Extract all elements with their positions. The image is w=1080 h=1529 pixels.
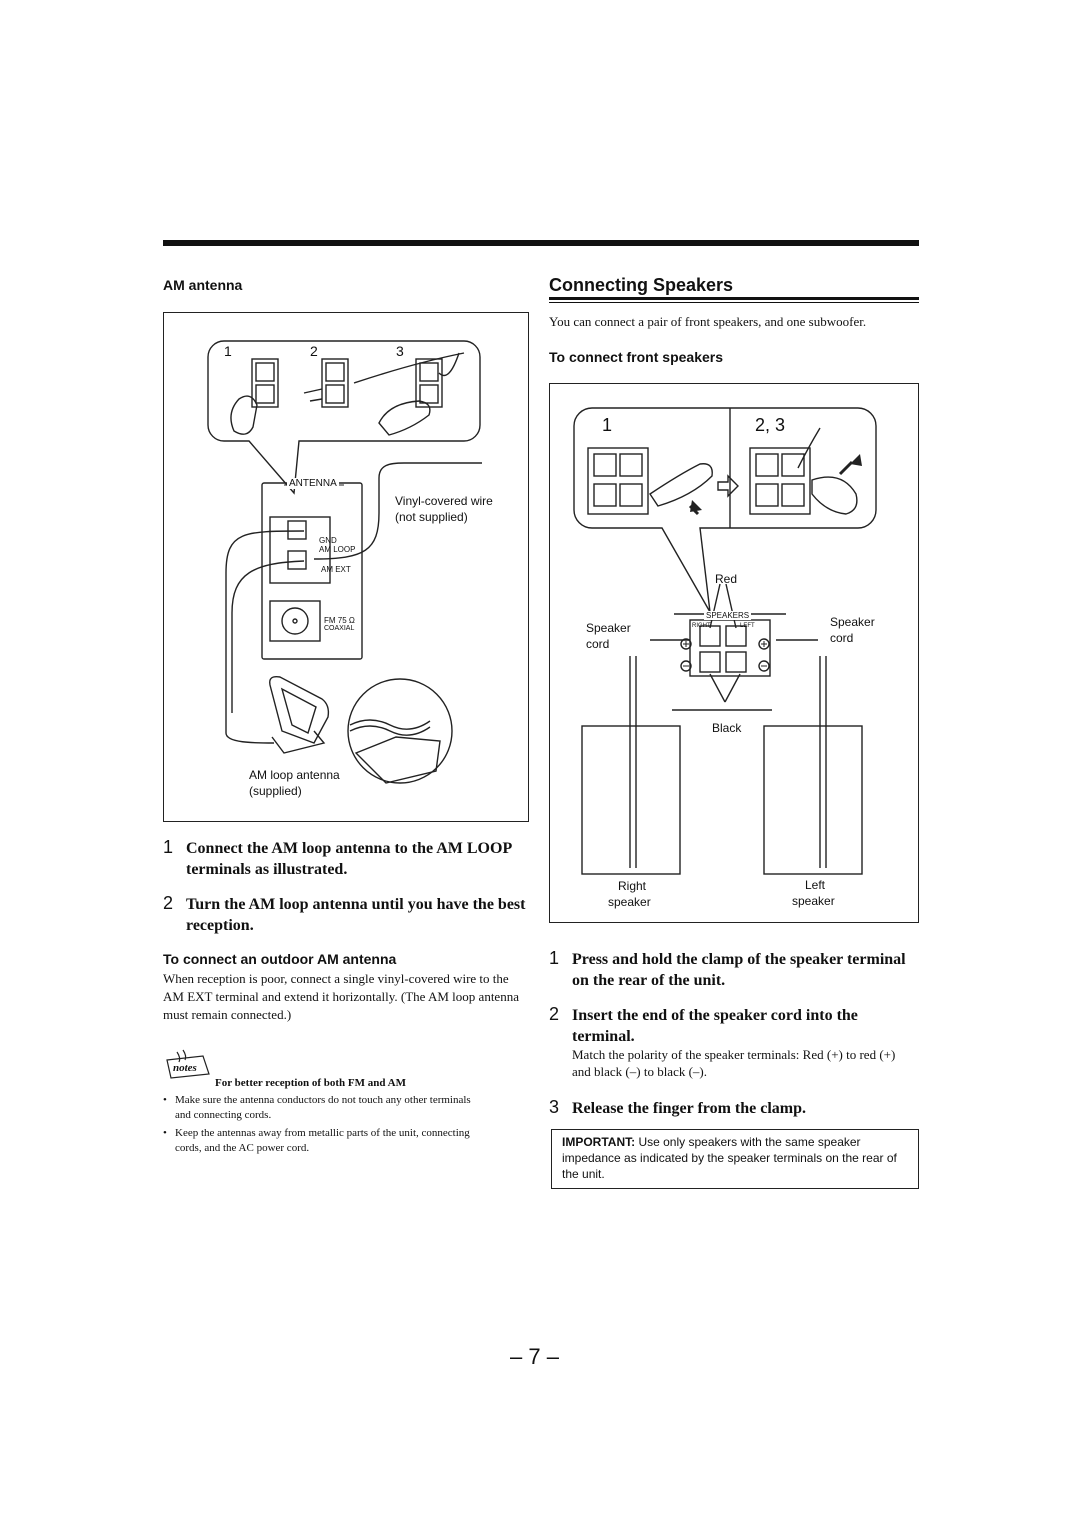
right-speaker-line2: speaker [608, 895, 651, 909]
step-3-number: 3 [396, 343, 404, 359]
notes-icon-label: notes [173, 1062, 197, 1074]
important-notice: IMPORTANT: Use only speakers with the sa… [551, 1129, 919, 1189]
connecting-speakers-heading: Connecting Speakers [549, 275, 734, 295]
vinyl-wire-label: Vinyl-covered wire [395, 494, 493, 508]
page-number: – 7 – [510, 1344, 559, 1369]
fm-label: FM 75 Ω [324, 616, 355, 625]
speaker-step-1-text: Press and hold the clamp of the speaker … [572, 951, 906, 989]
outdoor-antenna-heading: To connect an outdoor AM antenna [163, 951, 397, 967]
note-2-text: Keep the antennas away from metallic par… [175, 1127, 470, 1154]
speaker-step-2: 2 Insert the end of the speaker cord int… [549, 1004, 919, 1047]
left-speaker-line1: Left [805, 878, 826, 892]
important-label: IMPORTANT: [562, 1135, 636, 1149]
am-step-2-text: Turn the AM loop antenna until you have … [186, 896, 526, 934]
speaker-step-1-num: 1 [549, 948, 560, 968]
black-label: Black [712, 721, 742, 735]
notes-icon: notes [163, 1048, 215, 1082]
speaker-step-3-text: Release the finger from the clamp. [572, 1100, 807, 1117]
note-2: • Keep the antennas away from metallic p… [163, 1126, 483, 1156]
speaker-step-3: 3 Release the finger from the clamp. [549, 1097, 919, 1119]
am-antenna-heading: AM antenna [163, 277, 243, 293]
am-step-2-num: 2 [163, 893, 174, 913]
speaker-step-2-num: 2 [549, 1004, 560, 1024]
step-2-number: 2 [310, 343, 318, 359]
notes-heading: For better reception of both FM and AM [215, 1077, 406, 1089]
fig-step-2-3: 2, 3 [755, 415, 786, 435]
step-1-number: 1 [224, 343, 232, 359]
top-rule [163, 240, 919, 246]
am-antenna-figure: 1 2 3 ANTENNA GND AM LOOP AM EXT FM 75 Ω… [163, 312, 529, 822]
speaker-step-3-num: 3 [549, 1097, 560, 1117]
am-loop-label: AM LOOP [319, 545, 356, 554]
left-terminal-label: LEFT [740, 623, 755, 629]
am-step-2: 2 Turn the AM loop antenna until you hav… [163, 893, 533, 936]
left-speaker-line2: speaker [792, 894, 835, 908]
red-label: Red [715, 572, 738, 586]
note-1-text: Make sure the antenna conductors do not … [175, 1094, 471, 1121]
right-speaker-line1: Right [618, 879, 647, 893]
speaker-step-1: 1 Press and hold the clamp of the speake… [549, 948, 919, 991]
right-terminal-label: RIGHT [692, 623, 711, 629]
heading-rule-thick [549, 297, 919, 300]
outdoor-antenna-body: When reception is poor, connect a single… [163, 971, 519, 1022]
loop-antenna-label: AM loop antenna [249, 768, 340, 782]
gnd-label: GND [319, 536, 337, 545]
antenna-label: ANTENNA [287, 478, 339, 489]
heading-rule-thin [549, 302, 919, 303]
speaker-illustration [573, 407, 877, 875]
note-1: • Make sure the antenna conductors do no… [163, 1093, 483, 1123]
speaker-cord-right-line1: Speaker [830, 615, 875, 629]
loop-antenna-note: (supplied) [249, 784, 302, 798]
speakers-terminal-label: SPEAKERS [704, 611, 752, 620]
important-text: Use only speakers with the same speaker … [562, 1135, 897, 1181]
speaker-step-2-text: Insert the end of the speaker cord into … [572, 1007, 858, 1045]
speaker-cord-left-line1: Speaker [586, 621, 631, 635]
speaker-figure: 1 2, 3 Red SPEAKERS RIGHT LEFT Speaker c… [549, 383, 919, 923]
vinyl-wire-note: (not supplied) [395, 510, 468, 524]
speaker-cord-left-line2: cord [586, 637, 610, 651]
am-ext-label: AM EXT [321, 565, 351, 574]
am-step-1-text: Connect the AM loop antenna to the AM LO… [186, 840, 512, 878]
fig-step-1: 1 [602, 415, 613, 435]
am-step-1: 1 Connect the AM loop antenna to the AM … [163, 837, 533, 880]
coaxial-label: COAXIAL [324, 625, 355, 632]
speaker-step-2-note: Match the polarity of the speaker termin… [572, 1047, 896, 1079]
am-step-1-num: 1 [163, 837, 174, 857]
speaker-cord-right-line2: cord [830, 631, 854, 645]
speakers-intro: You can connect a pair of front speakers… [549, 314, 867, 329]
front-speakers-heading: To connect front speakers [549, 349, 724, 365]
